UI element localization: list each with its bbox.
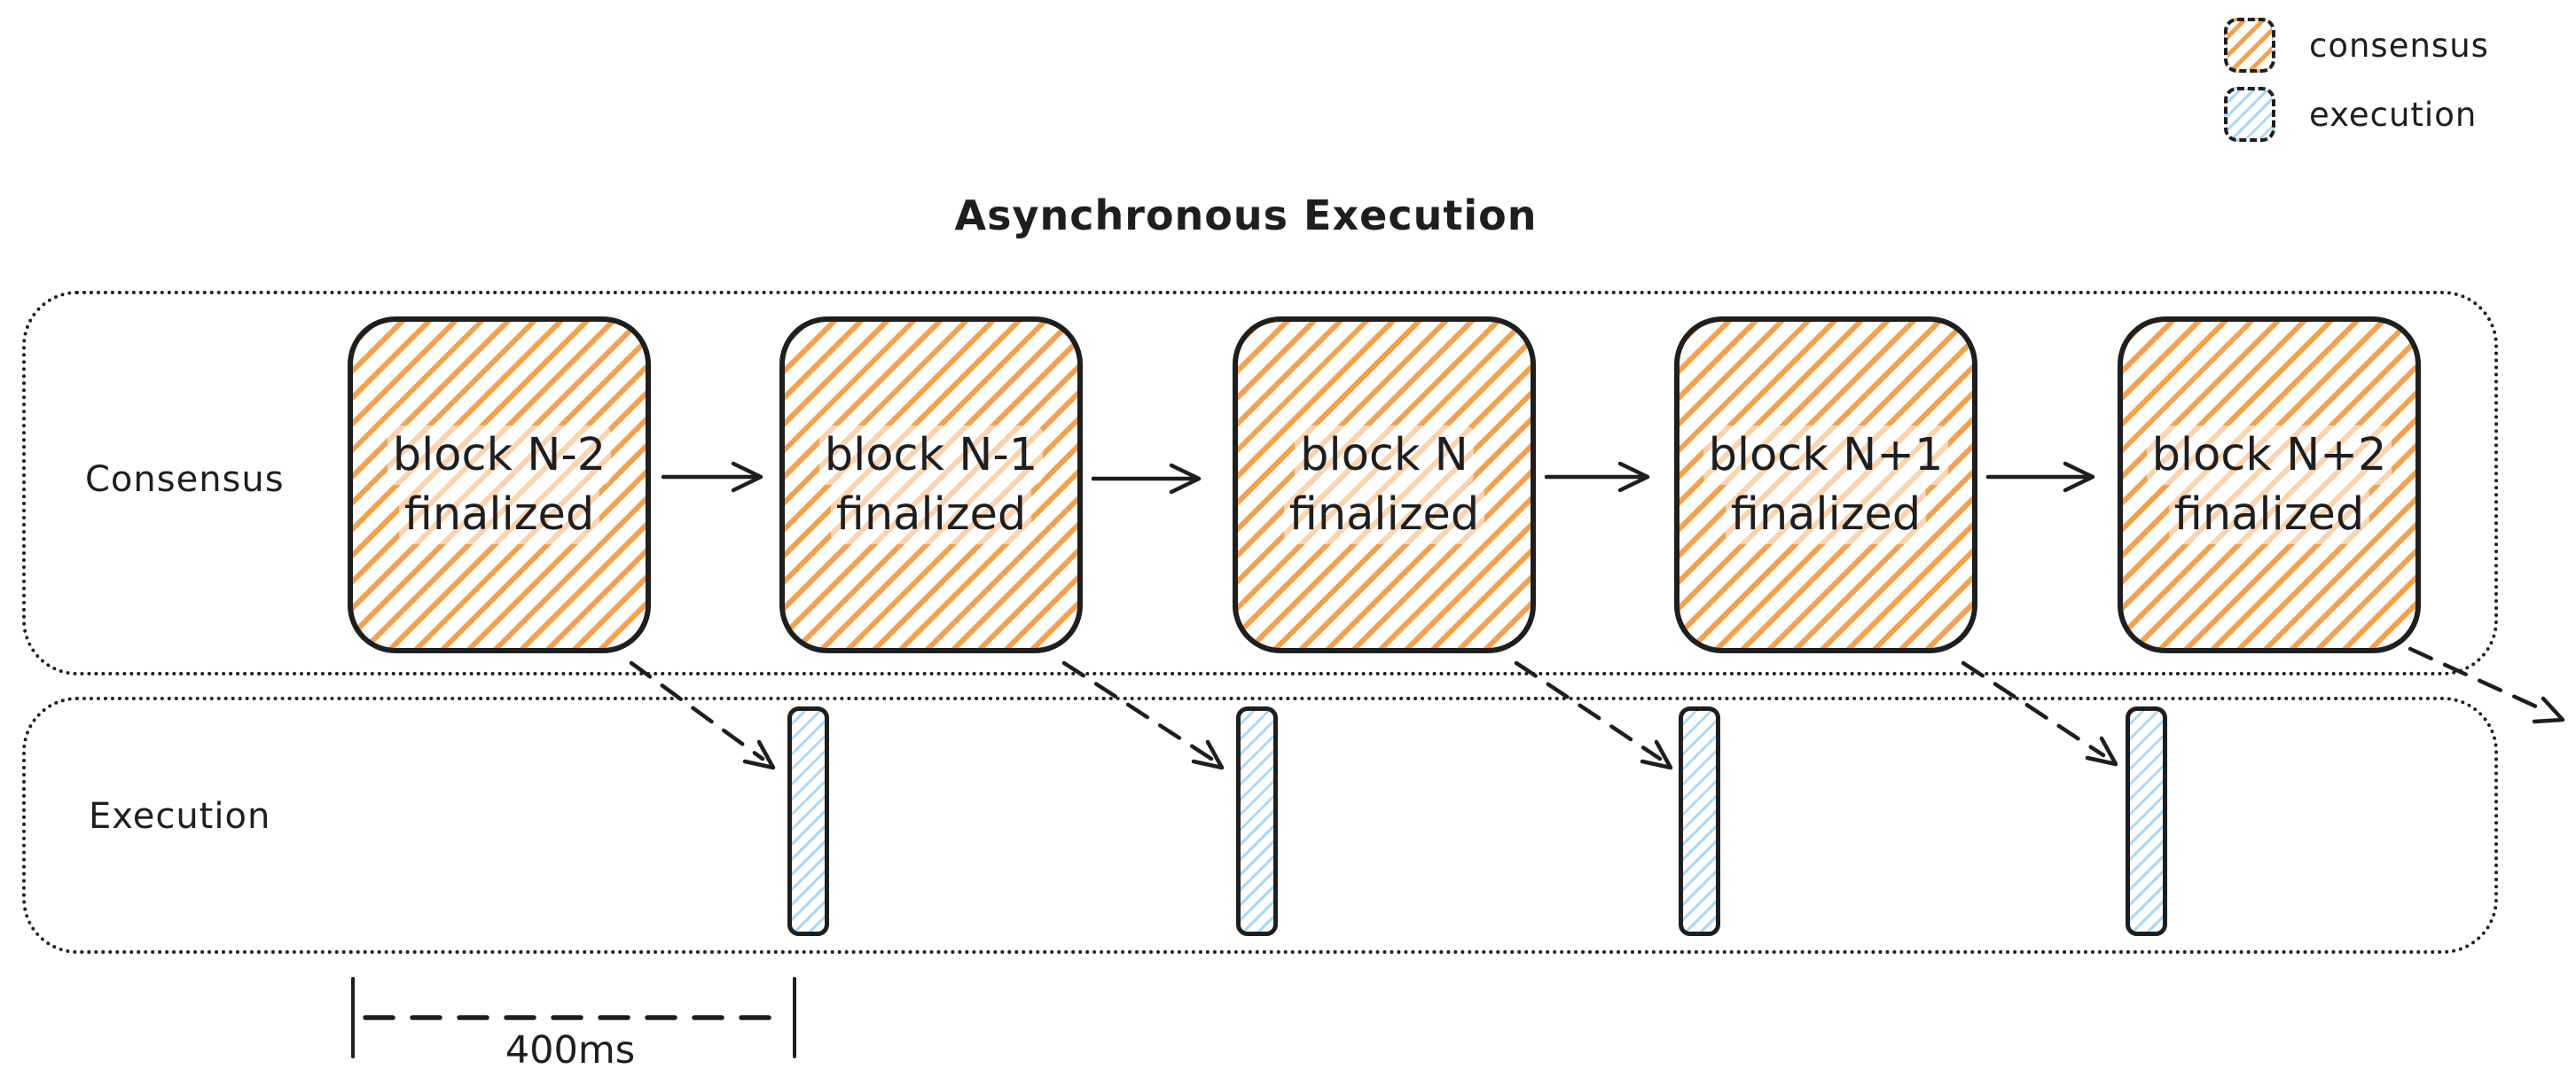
execution-bar-4 [2126, 706, 2167, 936]
legend: consensus execution [2224, 18, 2489, 156]
consensus-block-n: block N finalized [1233, 316, 1536, 653]
block-label-line2: finalized [398, 485, 600, 545]
legend-item-consensus: consensus [2224, 18, 2489, 73]
diagram-title: Asynchronous Execution [954, 191, 1538, 239]
consensus-block-n-minus-2: block N-2 finalized [348, 316, 651, 653]
consensus-swatch-icon [2224, 18, 2275, 73]
block-label-line2: finalized [1283, 485, 1485, 545]
consensus-block-n-plus-1: block N+1 finalized [1674, 316, 1977, 653]
block-label-line2: finalized [830, 485, 1032, 545]
block-label-line1: block N [1295, 425, 1474, 485]
block-label-line2: finalized [2168, 485, 2370, 545]
consensus-block-n-minus-1: block N-1 finalized [779, 316, 1083, 653]
block-label-line1: block N+2 [2146, 425, 2392, 485]
consensus-block-n-plus-2: block N+2 finalized [2118, 316, 2421, 653]
block-label-line1: block N-2 [387, 425, 612, 485]
block-label-line1: block N-1 [818, 425, 1044, 485]
execution-lane-label: Execution [89, 796, 271, 837]
measurement-label: 400ms [505, 1028, 636, 1073]
execution-arrow-5-head [2532, 696, 2565, 724]
consensus-lane-label: Consensus [85, 459, 285, 500]
legend-label-execution: execution [2309, 95, 2478, 134]
legend-label-consensus: consensus [2309, 26, 2489, 65]
execution-swatch-icon [2224, 87, 2275, 142]
execution-lane [22, 697, 2498, 954]
execution-bar-1 [787, 706, 829, 936]
execution-bar-3 [1679, 706, 1720, 936]
block-label-line1: block N+1 [1703, 425, 1949, 485]
block-label-line2: finalized [1725, 485, 1927, 545]
consensus-lane [22, 291, 2498, 675]
execution-bar-2 [1236, 706, 1278, 936]
legend-item-execution: execution [2224, 87, 2489, 142]
